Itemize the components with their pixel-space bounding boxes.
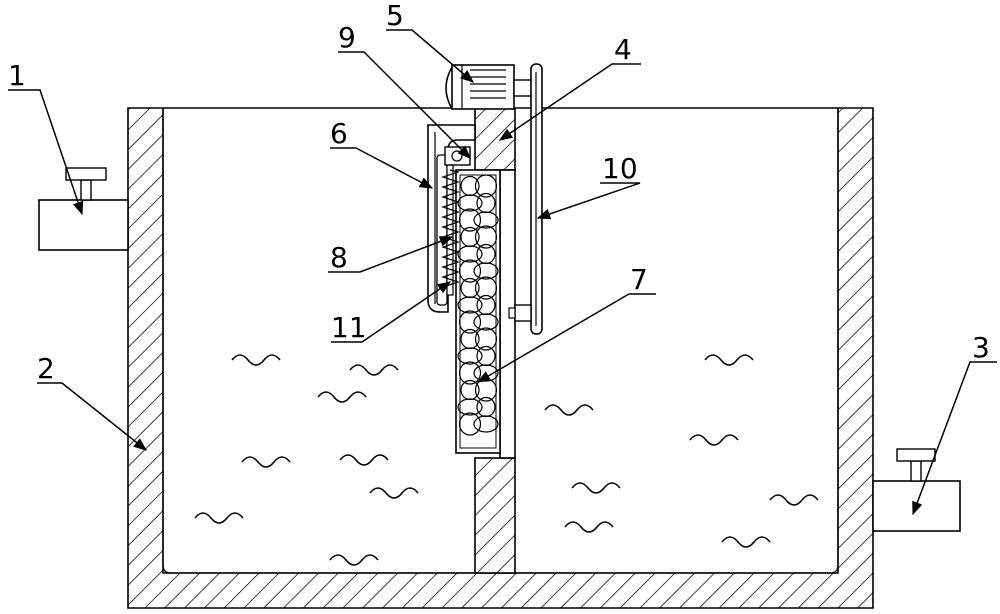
- label-3: 3: [972, 331, 990, 364]
- pebble: [458, 208, 482, 232]
- pebble: [458, 310, 482, 334]
- leader-lines: [8, 29, 997, 516]
- pebble: [457, 296, 483, 314]
- left-valve: [38, 167, 129, 251]
- pebble: [458, 259, 482, 283]
- label-10: 10: [602, 152, 638, 185]
- pebble: [458, 412, 482, 436]
- pebble: [473, 211, 499, 229]
- pebble: [457, 245, 483, 263]
- label-6: 6: [330, 117, 348, 150]
- label-7: 7: [630, 263, 648, 296]
- label-11: 11: [331, 311, 367, 344]
- label-8: 8: [330, 241, 348, 274]
- pebble: [473, 262, 499, 280]
- label-2: 2: [37, 352, 55, 385]
- pebble: [474, 276, 498, 300]
- part-labels: 1 2 3 4 5 6 7 8 9 10 11: [8, 0, 990, 385]
- pebble: [473, 313, 499, 331]
- pebble: [474, 174, 498, 198]
- spring-coil: [441, 169, 461, 288]
- pebble: [474, 327, 498, 351]
- filter-box: [455, 169, 501, 454]
- label-9: 9: [338, 21, 356, 54]
- pebble: [457, 347, 483, 365]
- pebble: [473, 415, 499, 433]
- right-valve: [872, 448, 961, 532]
- bearing-seat: [444, 146, 471, 166]
- transmission-belt: [508, 63, 543, 335]
- label-4: 4: [614, 33, 632, 66]
- center-partition: [474, 457, 516, 574]
- pebble: [457, 194, 483, 212]
- label-5: 5: [386, 0, 404, 32]
- label-1: 1: [8, 59, 26, 92]
- motor: [445, 64, 533, 110]
- pebble: [457, 398, 483, 416]
- pebble: [474, 225, 498, 249]
- water-waves: [194, 354, 819, 566]
- mounting-block: [474, 107, 516, 171]
